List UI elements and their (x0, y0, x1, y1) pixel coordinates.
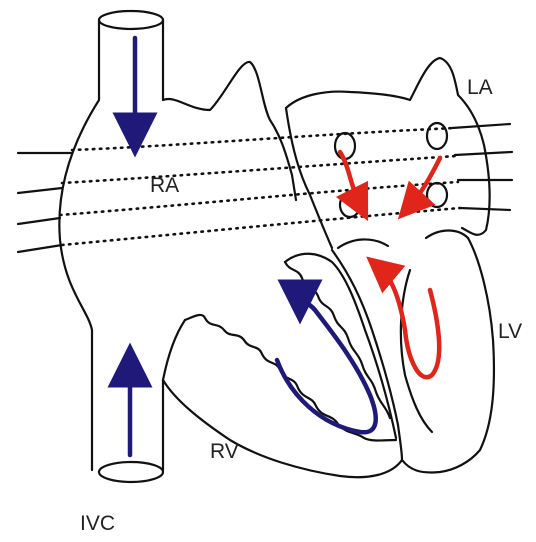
pv-opening-4 (427, 183, 447, 207)
label-rv: RV (210, 440, 239, 463)
right-ventricle-outline (163, 380, 402, 477)
left-ventricle-outline (402, 238, 494, 473)
pv-opening-3 (427, 123, 447, 149)
label-ivc: IVC (80, 512, 115, 535)
label-la: LA (467, 76, 493, 99)
label-lv: LV (498, 320, 522, 343)
rv-trabeculated-wall (185, 315, 396, 441)
dotted-vessel-paths (60, 128, 460, 245)
pv-flow-arrow-right (410, 158, 440, 206)
right-atrium-outline (59, 20, 296, 470)
caval-vessels-left (18, 153, 72, 252)
ivc-opening (99, 462, 163, 482)
lv-inner-wall (401, 270, 432, 432)
lv-flow-arrow (380, 268, 439, 377)
svc-opening (99, 11, 163, 29)
label-ra: RA (150, 174, 179, 197)
pv-opening-1 (335, 133, 355, 159)
mitral-valve (338, 231, 468, 249)
